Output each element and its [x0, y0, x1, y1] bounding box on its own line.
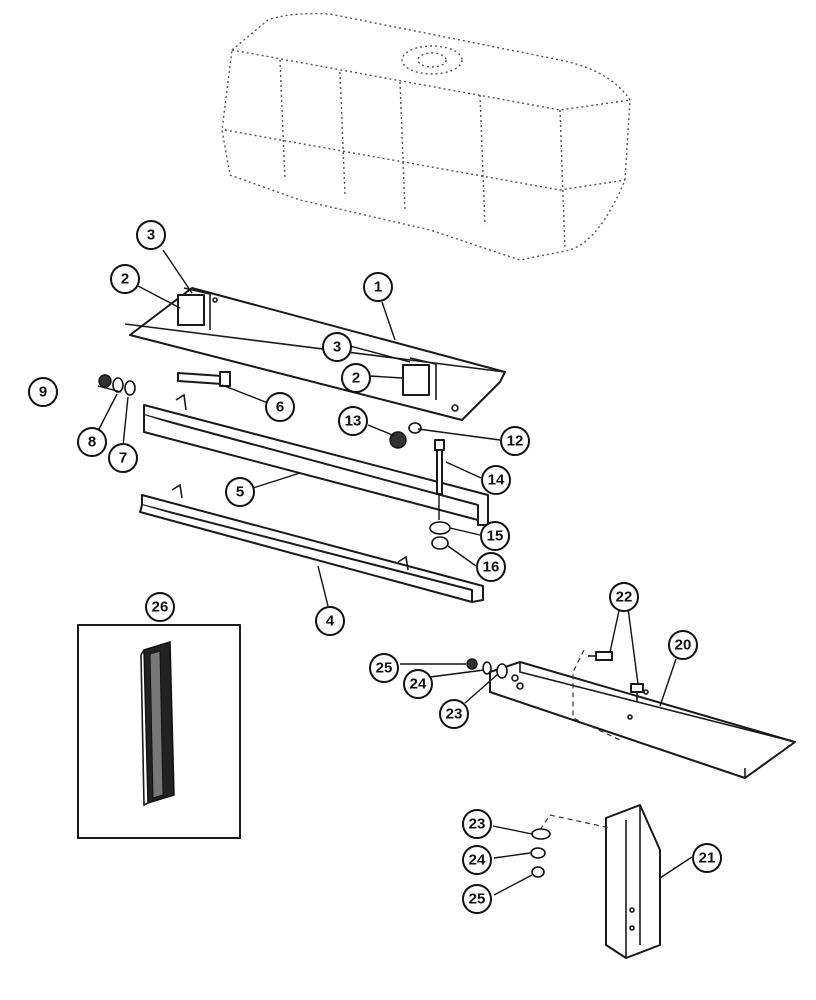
tank-phantom-outline — [221, 12, 631, 261]
callout-2b: 2 — [341, 363, 371, 393]
leader-lines — [95, 249, 693, 896]
nut-washer-stack-lower — [530, 828, 551, 878]
callout-1-label: 1 — [374, 279, 382, 296]
callout-25a: 25 — [369, 653, 399, 683]
callout-20-label: 20 — [675, 637, 692, 654]
callout-6-label: 6 — [276, 399, 284, 416]
channel-part — [143, 393, 489, 526]
callout-22-label: 22 — [616, 589, 633, 606]
clip-right-part — [402, 357, 437, 400]
callout-13: 13 — [338, 406, 368, 436]
callout-4-label: 4 — [326, 613, 335, 630]
assembly-line-leg — [539, 814, 611, 831]
callout-24a: 24 — [403, 669, 433, 699]
callout-16-label: 16 — [483, 559, 500, 576]
callout-1: 1 — [363, 272, 393, 302]
callout-15: 15 — [480, 521, 510, 551]
callout-24b-label: 24 — [469, 852, 486, 869]
callout-8: 8 — [77, 427, 107, 457]
callout-21: 21 — [692, 843, 722, 873]
washer-12-part — [408, 422, 422, 434]
callout-9-label: 9 — [39, 384, 47, 401]
callout-2b-label: 2 — [352, 370, 360, 387]
callout-4: 4 — [315, 606, 345, 636]
clip-left-part — [177, 287, 211, 330]
callout-24a-label: 24 — [410, 676, 427, 693]
callout-3a: 3 — [136, 220, 166, 250]
callout-7: 7 — [108, 443, 138, 473]
callout-3b: 3 — [322, 332, 352, 362]
bracket-leg-part — [605, 804, 661, 959]
callout-23b: 23 — [462, 809, 492, 839]
callout-16: 16 — [476, 552, 506, 582]
callout-25b: 25 — [462, 884, 492, 914]
callout-6: 6 — [265, 392, 295, 422]
screw-22-upper — [588, 651, 613, 661]
callout-22: 22 — [609, 582, 639, 612]
tray-part — [489, 661, 796, 780]
callout-23b-label: 23 — [469, 816, 486, 833]
callout-26: 26 — [145, 592, 175, 622]
callout-14: 14 — [481, 465, 511, 495]
nut-washer-stack-left — [98, 374, 136, 396]
callout-2a: 2 — [110, 264, 140, 294]
callout-13-label: 13 — [345, 413, 362, 430]
inset-detail-box — [77, 624, 241, 839]
bolt-part — [177, 371, 231, 387]
callout-21-label: 21 — [699, 850, 716, 867]
nut-16-part — [431, 536, 449, 550]
callout-7-label: 7 — [119, 450, 127, 467]
callout-25a-label: 25 — [376, 660, 393, 677]
callout-5-label: 5 — [236, 484, 244, 501]
callout-20: 20 — [668, 630, 698, 660]
callout-2a-label: 2 — [121, 271, 129, 288]
washer-15-part — [429, 521, 451, 535]
callout-26-label: 26 — [152, 599, 169, 616]
callout-9: 9 — [28, 377, 58, 407]
nut-washer-stack-upper — [466, 658, 508, 679]
callout-12: 12 — [500, 426, 530, 456]
screw-22-lower — [630, 683, 644, 702]
callout-15-label: 15 — [487, 528, 504, 545]
callout-23a: 23 — [439, 699, 469, 729]
channel-lower-part — [139, 483, 484, 603]
assembly-line-tray — [572, 649, 621, 741]
callout-24b: 24 — [462, 845, 492, 875]
callout-3b-label: 3 — [333, 339, 341, 356]
callout-5: 5 — [225, 477, 255, 507]
bolt-14-part — [434, 439, 445, 520]
callout-12-label: 12 — [507, 433, 524, 450]
callout-8-label: 8 — [88, 434, 96, 451]
callout-25b-label: 25 — [469, 891, 486, 908]
callout-23a-label: 23 — [446, 706, 463, 723]
callout-14-label: 14 — [488, 472, 505, 489]
callout-3a-label: 3 — [147, 227, 155, 244]
